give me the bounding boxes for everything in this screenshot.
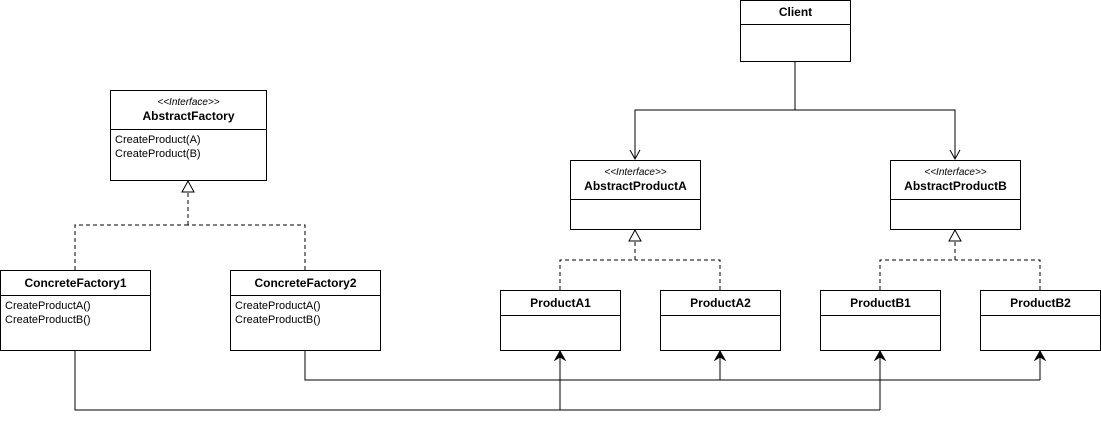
concrete-factory-1-realization	[74, 224, 188, 270]
method-item: CreateProductB()	[5, 314, 91, 326]
product-b2-class-name: ProductB2	[1010, 295, 1071, 310]
abstract-factory-class[interactable]: <<Interface>> AbstractFactory CreateProd…	[110, 90, 267, 181]
abstract-product-b-stereotype: <<Interface>>	[924, 167, 987, 178]
abstract-product-b-class-name: AbstractProductB	[904, 179, 1007, 193]
concrete-factory-2-class-name: ConcreteFactory2	[254, 275, 357, 290]
concrete-factory-2-methods: CreateProductA() CreateProductB()	[231, 296, 380, 330]
method-item: CreateProduct(B)	[115, 148, 201, 160]
abstract-factory-stereotype: <<Interface>>	[157, 97, 220, 108]
product-a2-class-name: ProductA2	[690, 295, 751, 310]
product-a1-realization	[559, 259, 635, 290]
abstract-product-a-stereotype: <<Interface>>	[604, 167, 667, 178]
concrete-factory-1-class-name: ConcreteFactory1	[24, 275, 127, 290]
concrete-factory-1-methods: CreateProductA() CreateProductB()	[1, 296, 150, 330]
abstract-factory-methods: CreateProduct(A) CreateProduct(B)	[111, 130, 266, 164]
method-item: CreateProductA()	[5, 300, 91, 312]
concrete-factory-1-class[interactable]: ConcreteFactory1 CreateProductA() Create…	[0, 270, 151, 351]
client-class[interactable]: Client	[740, 0, 851, 62]
product-a1-class[interactable]: ProductA1	[500, 290, 621, 351]
product-b1-class-name: ProductB1	[850, 295, 911, 310]
client-to-abstract-product-a-arrow	[629, 62, 796, 161]
abstract-product-a-class[interactable]: <<Interface>> AbstractProductA	[570, 160, 701, 230]
abstract-product-b-class[interactable]: <<Interface>> AbstractProductB	[890, 160, 1021, 230]
product-b1-class[interactable]: ProductB1	[820, 290, 941, 351]
method-item: CreateProductA()	[235, 300, 321, 312]
product-a1-class-name: ProductA1	[530, 295, 591, 310]
concrete-factory-2-class[interactable]: ConcreteFactory2 CreateProductA() Create…	[230, 270, 381, 351]
product-a2-class[interactable]: ProductA2	[660, 290, 781, 351]
client-to-abstract-product-b-arrow	[795, 109, 961, 161]
abstract-product-a-class-name: AbstractProductA	[584, 179, 687, 193]
abstract-factory-class-name: AbstractFactory	[142, 109, 235, 123]
product-b1-realization	[879, 259, 955, 290]
product-b2-class[interactable]: ProductB2	[980, 290, 1101, 351]
concrete-factory-1-creates-bus	[74, 351, 880, 411]
concrete-factory-2-creates-bus	[304, 351, 1040, 381]
method-item: CreateProductB()	[235, 314, 321, 326]
product-a2-realization	[635, 259, 721, 290]
client-class-name: Client	[778, 5, 813, 19]
method-item: CreateProduct(A)	[115, 134, 201, 146]
product-b2-realization	[955, 259, 1041, 290]
concrete-factory-2-realization	[188, 224, 306, 270]
